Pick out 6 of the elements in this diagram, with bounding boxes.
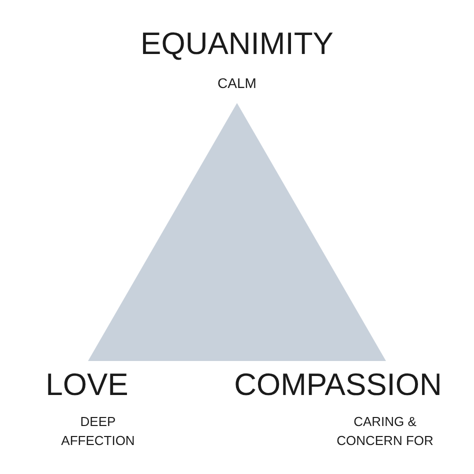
subtitle-text: CALM: [216, 74, 258, 92]
heading-text: LOVE: [44, 366, 130, 404]
subtitle-text: CARING & CONCERN FOR: [336, 413, 434, 450]
subtitle-text: DEEP AFFECTION: [60, 413, 136, 450]
heading-text: COMPASSION: [233, 366, 443, 404]
heading-text: EQUANIMITY: [140, 25, 334, 63]
